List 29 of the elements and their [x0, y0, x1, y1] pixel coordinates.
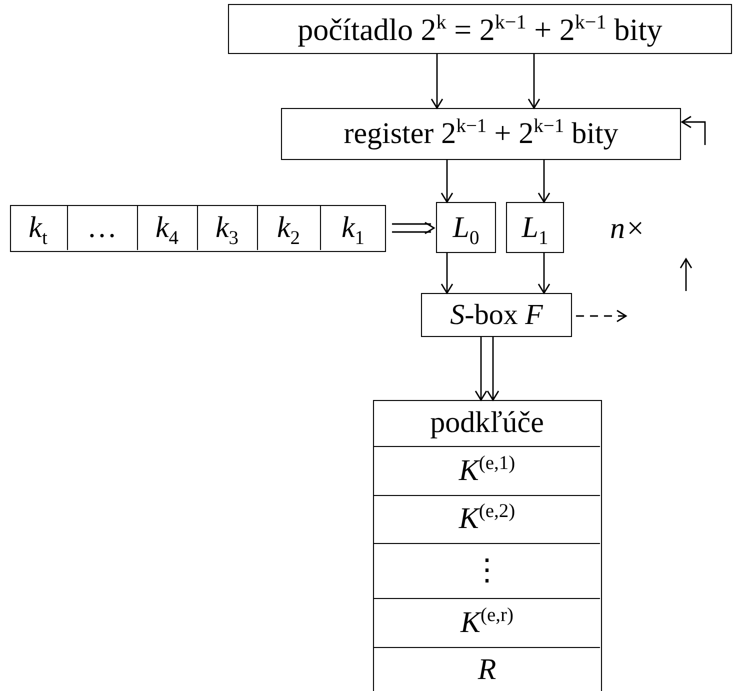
table-cell: K$^{(e,2)}$ — [374, 494, 600, 542]
table-cell: podkľúče — [374, 400, 600, 446]
key-cell: k$_{2}$ — [256, 206, 320, 250]
arrow — [430, 54, 444, 109]
key-cell: k$_{1}$ — [320, 206, 386, 250]
key-cell: k$_{t}$ — [10, 206, 66, 250]
arrow — [576, 310, 627, 322]
table-cell: K$^{(e,r)}$ — [374, 598, 600, 646]
double-arrow — [391, 222, 435, 234]
table-cell: K$^{(e,1)}$ — [374, 446, 600, 494]
key-cell: k$_{3}$ — [196, 206, 256, 250]
key-cell: … — [66, 206, 136, 250]
table-cell: R — [374, 646, 600, 691]
subkey-table — [373, 400, 602, 691]
arrow — [538, 253, 550, 294]
repeat-label: n× — [610, 212, 646, 246]
arrow — [440, 160, 454, 203]
arrow — [681, 116, 706, 145]
counter-box: počítadlo 2$^{k}$ = 2$^{k−1}$ + 2$^{k−1}$ bity — [228, 4, 732, 54]
arrow — [528, 54, 540, 109]
register-box: register 2$^{k−1}$ + 2$^{k−1}$ bity — [281, 108, 681, 160]
table-cell: ⋮ — [374, 542, 600, 598]
key-cell: k$_{4}$ — [136, 206, 196, 250]
process-box: S-box F — [421, 293, 572, 337]
key-register — [10, 205, 386, 252]
arrow — [440, 253, 454, 294]
register-box: L$_{0}$ — [436, 202, 496, 253]
arrow — [538, 160, 550, 203]
register-box: L$_{1}$ — [506, 202, 564, 253]
